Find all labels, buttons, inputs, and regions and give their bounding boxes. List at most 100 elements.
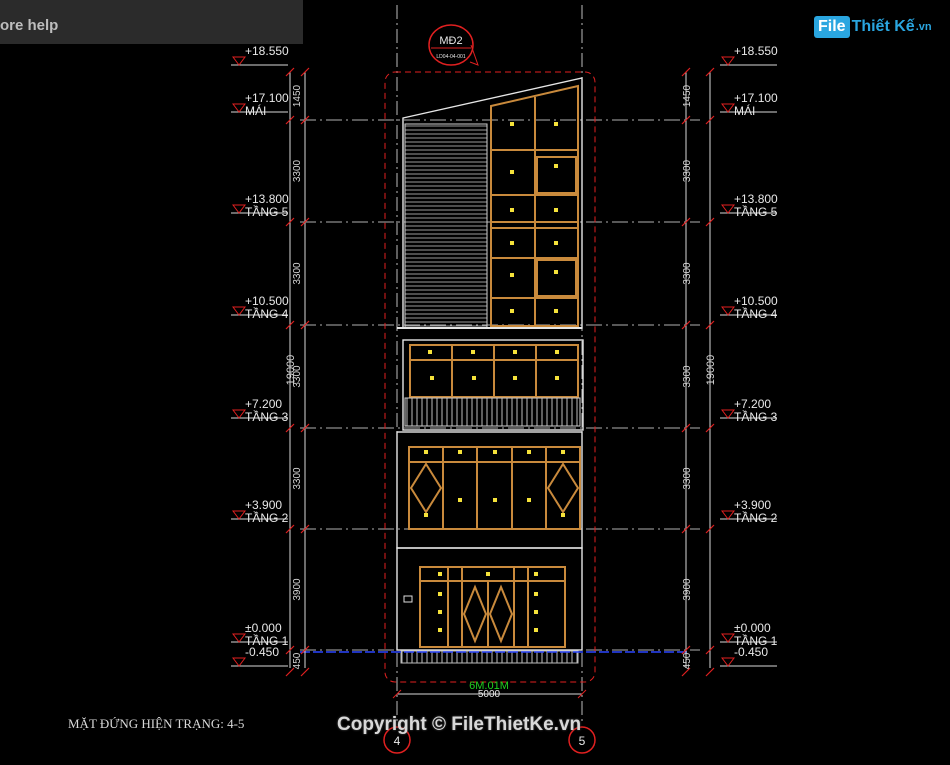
copyright-watermark: Copyright © FileThietKe.vn (337, 714, 582, 735)
dim-tick (705, 524, 715, 534)
level-elevation: +18.550 (734, 44, 778, 58)
light-point (561, 513, 565, 517)
level-elevation: +3.900 (734, 498, 771, 512)
dim-tick (300, 423, 310, 433)
level-elevation: -0.450 (245, 645, 279, 659)
grid-bubble-5 (568, 726, 596, 754)
help-tooltip: ore help (0, 0, 303, 44)
dim-tick (285, 423, 295, 433)
light-point (534, 572, 538, 576)
light-point (527, 450, 531, 454)
level-mark-triangle (721, 409, 735, 419)
level-elevation: +17.100 (245, 91, 289, 105)
dim-tick (705, 320, 715, 330)
level-name: TẦNG 4 (245, 306, 289, 321)
dim-tick (285, 217, 295, 227)
light-point (438, 572, 442, 576)
dim-tick (705, 115, 715, 125)
level-elevation: ±0.000 (734, 621, 771, 635)
dim-segment-text: 450 (292, 652, 303, 669)
light-point (554, 164, 558, 168)
level-name: TẦNG 3 (245, 409, 289, 424)
light-point (561, 450, 565, 454)
dim-tick (300, 645, 310, 655)
dim-segment-text: 3300 (292, 262, 303, 285)
level-elevation: +13.800 (245, 192, 289, 206)
light-point (458, 498, 462, 502)
louver-panel (404, 123, 488, 329)
grid-bubble-4 (383, 726, 411, 754)
light-point (513, 376, 517, 380)
dim-segment-text: 3300 (292, 365, 303, 388)
logo-file: File (814, 16, 850, 38)
light-point (471, 350, 475, 354)
level-elevation: +10.500 (245, 294, 289, 308)
light-point (534, 610, 538, 614)
dim-tick (285, 115, 295, 125)
dim-segment-text: 1450 (682, 84, 693, 107)
dim-segment-text: 3900 (682, 578, 693, 601)
ground-label: 6M.01M (469, 680, 509, 692)
dim-ticks (285, 67, 715, 677)
light-point (555, 376, 559, 380)
light-point (493, 498, 497, 502)
grid-label-5: 5 (579, 734, 586, 748)
light-point (486, 572, 490, 576)
light-point (472, 376, 476, 380)
level-mark-triangle (232, 56, 246, 66)
grid-label-4: 4 (394, 734, 401, 748)
light-point (510, 122, 514, 126)
dim-tick (285, 645, 295, 655)
dim-segment-text: 3300 (682, 262, 693, 285)
level-name: TẦNG 2 (734, 510, 778, 525)
dim-tick (681, 217, 691, 227)
light-point (438, 628, 442, 632)
width-dim-text: 5000 (478, 689, 501, 700)
level-elevation: +3.900 (245, 498, 282, 512)
light-point (458, 450, 462, 454)
dim-segment-text: 3900 (292, 578, 303, 601)
dim-segment-text: 3300 (292, 467, 303, 490)
dim-segment-text: 450 (682, 652, 693, 669)
light-point (510, 309, 514, 313)
level-mark-triangle (232, 103, 246, 113)
dim-tick (285, 667, 295, 677)
level-elevation: -0.450 (734, 645, 768, 659)
light-point (527, 498, 531, 502)
level-mark-triangle (721, 510, 735, 520)
level-mark-triangle (721, 204, 735, 214)
dim-tick (681, 67, 691, 77)
section-tag-sub: LD04-04-001 (436, 54, 465, 60)
dim-tick (300, 524, 310, 534)
dim-segment-text: 1450 (292, 84, 303, 107)
dim-segment-text: 3300 (682, 159, 693, 182)
light-point (513, 350, 517, 354)
light-point (554, 208, 558, 212)
balcony-railing (404, 397, 581, 427)
dim-tick (705, 645, 715, 655)
dim-tick (705, 67, 715, 77)
light-point (554, 241, 558, 245)
level-elevation: +13.800 (734, 192, 778, 206)
building-elevation (396, 77, 584, 664)
level-elevation: +17.100 (734, 91, 778, 105)
light-point (430, 376, 434, 380)
level-lines (300, 119, 700, 651)
level-name: TẦNG 5 (245, 204, 289, 219)
level-mark-triangle (721, 103, 735, 113)
section-tag-title: MĐ2 (439, 35, 462, 47)
level-name: TẦNG 2 (245, 510, 289, 525)
tooltip-text: ore help (0, 17, 59, 34)
level-name: TẦNG 1 (734, 633, 778, 648)
light-point (510, 273, 514, 277)
dim-tick (681, 320, 691, 330)
dim-tick (681, 115, 691, 125)
level-name: TẦNG 3 (734, 409, 778, 424)
dim-tick (300, 667, 310, 677)
dim-tick (285, 320, 295, 330)
level-mark-triangle (232, 633, 246, 643)
level-elevation: +7.200 (734, 397, 771, 411)
overall-height-left: 19000 (285, 355, 297, 386)
